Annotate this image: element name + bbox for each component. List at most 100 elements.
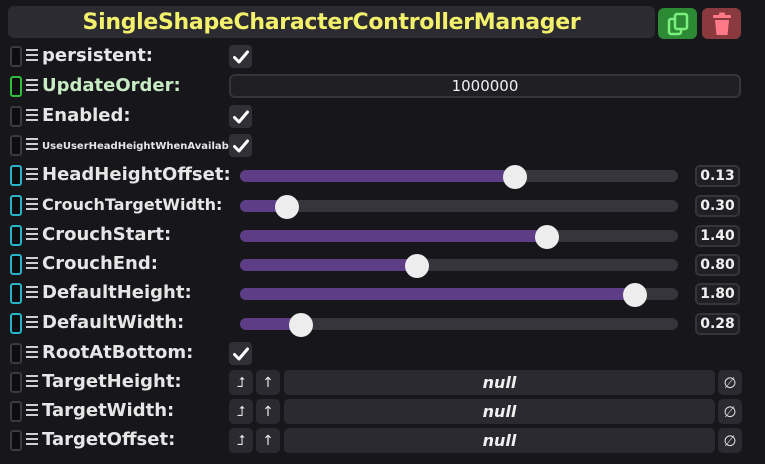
drag-handle[interactable] <box>10 401 22 422</box>
drag-handle[interactable] <box>10 254 22 275</box>
checkmark-icon <box>232 110 249 123</box>
default-height-slider[interactable] <box>240 283 678 307</box>
reference-field[interactable]: null <box>284 370 715 395</box>
drag-handle[interactable] <box>10 46 22 67</box>
use-user-head-height-checkbox[interactable] <box>229 134 252 157</box>
drag-handle[interactable] <box>10 283 22 304</box>
field-label: UseUserHeadHeightWhenAvailable: <box>42 141 244 152</box>
drag-handle[interactable] <box>10 76 22 97</box>
clear-reference-button[interactable]: ∅ <box>718 399 742 424</box>
grab-reference-button[interactable]: ↑ <box>256 428 280 453</box>
drag-handle[interactable] <box>10 165 22 186</box>
menu-icon[interactable] <box>26 79 38 93</box>
slider-value-field[interactable]: 0.28 <box>695 313 740 335</box>
slider-fill <box>240 170 516 182</box>
slider-value-field[interactable]: 0.30 <box>695 195 740 217</box>
field-row-update-order: UpdateOrder: 1000000 <box>0 72 765 101</box>
field-row-target-width: TargetWidth: ⮥ ↑ null ∅ <box>0 397 765 426</box>
menu-icon[interactable] <box>26 109 38 123</box>
drag-handle[interactable] <box>10 106 22 127</box>
menu-icon[interactable] <box>26 49 38 63</box>
slider-thumb[interactable] <box>274 195 299 219</box>
field-label: CrouchTargetWidth: <box>42 195 223 214</box>
field-label: persistent: <box>42 45 153 66</box>
slider-fill <box>240 230 548 242</box>
slider-thumb[interactable] <box>535 225 560 249</box>
clear-reference-button[interactable]: ∅ <box>718 370 742 395</box>
checkmark-icon <box>232 139 249 152</box>
grab-reference-button[interactable]: ↑ <box>256 399 280 424</box>
field-row-default-width: DefaultWidth: 0.28 <box>0 309 765 338</box>
field-label: TargetOffset: <box>42 429 176 450</box>
slider-thumb[interactable] <box>404 254 429 278</box>
reference-field[interactable]: null <box>284 399 715 424</box>
head-height-offset-slider[interactable] <box>240 165 678 189</box>
persistent-checkbox[interactable] <box>229 45 252 68</box>
field-row-head-height-offset: HeadHeightOffset: 0.13 <box>0 161 765 190</box>
menu-icon[interactable] <box>26 257 38 271</box>
slider-value-field[interactable]: 1.80 <box>695 283 740 305</box>
reference-field[interactable]: null <box>284 428 715 453</box>
field-row-target-height: TargetHeight: ⮥ ↑ null ∅ <box>0 368 765 397</box>
field-label: DefaultHeight: <box>42 282 192 303</box>
checkmark-icon <box>232 347 249 360</box>
slider-value-field[interactable]: 0.80 <box>695 254 740 276</box>
menu-icon[interactable] <box>26 228 38 242</box>
crouch-end-slider[interactable] <box>240 254 678 278</box>
drag-handle[interactable] <box>10 372 22 393</box>
field-label: CrouchStart: <box>42 224 172 245</box>
slider-fill <box>240 259 417 271</box>
checkmark-icon <box>232 50 249 63</box>
drag-handle[interactable] <box>10 313 22 334</box>
slider-value-field[interactable]: 1.40 <box>695 225 740 247</box>
root-at-bottom-checkbox[interactable] <box>229 342 252 365</box>
menu-icon[interactable] <box>26 433 38 447</box>
menu-icon[interactable] <box>26 138 38 152</box>
component-header[interactable]: SingleShapeCharacterControllerManager <box>8 6 655 38</box>
field-row-crouch-start: CrouchStart: 1.40 <box>0 221 765 250</box>
menu-icon[interactable] <box>26 286 38 300</box>
menu-icon[interactable] <box>26 168 38 182</box>
duplicate-button[interactable] <box>658 8 697 39</box>
trash-icon <box>712 12 731 35</box>
field-label: CrouchEnd: <box>42 253 158 274</box>
menu-icon[interactable] <box>26 404 38 418</box>
grab-reference-button[interactable]: ↑ <box>256 370 280 395</box>
jump-to-reference-button[interactable]: ⮥ <box>229 370 253 395</box>
menu-icon[interactable] <box>26 316 38 330</box>
field-row-default-height: DefaultHeight: 1.80 <box>0 279 765 308</box>
field-row-crouch-end: CrouchEnd: 0.80 <box>0 250 765 279</box>
clear-reference-button[interactable]: ∅ <box>718 428 742 453</box>
drag-handle[interactable] <box>10 135 22 156</box>
slider-thumb[interactable] <box>623 283 648 307</box>
menu-icon[interactable] <box>26 346 38 360</box>
jump-to-reference-button[interactable]: ⮥ <box>229 428 253 453</box>
slider-fill <box>240 318 301 330</box>
menu-icon[interactable] <box>26 198 38 212</box>
component-title: SingleShapeCharacterControllerManager <box>82 9 581 35</box>
drag-handle[interactable] <box>10 195 22 216</box>
slider-value-field[interactable]: 0.13 <box>695 165 740 187</box>
field-label: TargetHeight: <box>42 371 182 392</box>
slider-thumb[interactable] <box>503 165 528 189</box>
crouch-target-width-slider[interactable] <box>240 195 678 219</box>
update-order-input[interactable]: 1000000 <box>229 74 741 98</box>
drag-handle[interactable] <box>10 343 22 364</box>
drag-handle[interactable] <box>10 225 22 246</box>
field-label: UpdateOrder: <box>42 75 181 96</box>
jump-to-reference-button[interactable]: ⮥ <box>229 399 253 424</box>
menu-icon[interactable] <box>26 375 38 389</box>
field-label: Enabled: <box>42 105 131 126</box>
enabled-checkbox[interactable] <box>229 105 252 128</box>
field-row-crouch-target-width: CrouchTargetWidth: 0.30 <box>0 191 765 220</box>
field-label: DefaultWidth: <box>42 312 185 333</box>
crouch-start-slider[interactable] <box>240 225 678 249</box>
field-row-persistent: persistent: <box>0 42 765 71</box>
delete-button[interactable] <box>702 8 741 39</box>
slider-thumb[interactable] <box>288 313 313 337</box>
drag-handle[interactable] <box>10 430 22 451</box>
default-width-slider[interactable] <box>240 313 678 337</box>
field-label: HeadHeightOffset: <box>42 164 231 185</box>
field-row-target-offset: TargetOffset: ⮥ ↑ null ∅ <box>0 426 765 455</box>
